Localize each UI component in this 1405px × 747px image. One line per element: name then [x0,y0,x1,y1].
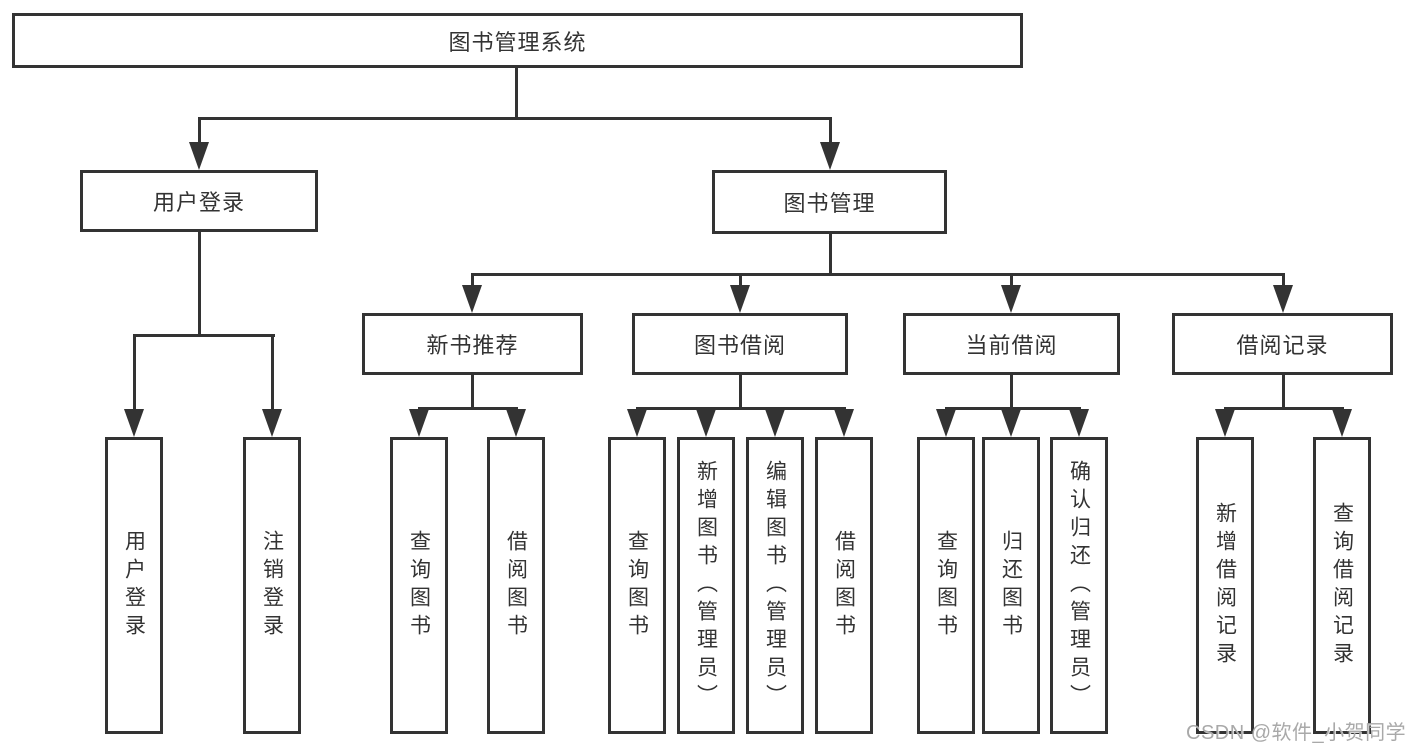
node-label: 图书借阅 [693,333,786,358]
arrow-down-icon [834,409,854,437]
leaf-label: 借阅图书 [504,529,528,642]
leaf-label: 编辑图书（管理员） [763,459,787,712]
node-label: 新书推荐 [426,333,519,358]
leaf-current-return-books: 归还图书 [982,437,1040,734]
arrow-down-icon [1273,285,1293,313]
arrow-down-icon [730,285,750,313]
node-label: 借阅记录 [1236,333,1329,358]
arrow-down-icon [820,142,840,170]
connector-stem [1009,272,1013,289]
node-library-system: 图书管理系统 [12,13,1023,68]
node-book-borrowing: 图书借阅 [632,313,848,375]
leaf-label: 归还图书 [999,529,1023,642]
node-user-login: 用户登录 [80,170,318,232]
leaf-borrowing-add-books-admin: 新增图书（管理员） [677,437,735,734]
arrow-down-icon [1069,409,1089,437]
connector-stem [270,333,274,412]
connector-stem [1009,375,1013,410]
leaf-current-confirm-return-admin: 确认归还（管理员） [1050,437,1108,734]
connector-rail [1223,406,1344,410]
connector-level2-rail [197,116,832,120]
node-label: 图书管理系统 [448,29,587,55]
arrow-down-icon [262,409,282,437]
arrow-down-icon [409,409,429,437]
connector-stem [1281,272,1285,289]
connector-stem [738,272,742,289]
arrow-down-icon [1332,409,1352,437]
connector-stem [828,116,832,147]
leaf-logout: 注销登录 [243,437,301,734]
arrow-down-icon [506,409,526,437]
leaf-label: 用户登录 [122,529,146,642]
connector-rail [635,406,846,410]
leaf-label: 确认归还（管理员） [1067,459,1091,712]
arrow-down-icon [696,409,716,437]
arrow-down-icon [1001,285,1021,313]
leaf-label: 新增图书（管理员） [694,459,718,712]
node-label: 图书管理 [783,191,876,216]
node-current-borrowing: 当前借阅 [903,313,1120,375]
connector-stem [828,234,832,276]
node-book-management: 图书管理 [712,170,947,234]
leaf-current-query-books: 查询图书 [917,437,975,734]
arrow-down-icon [765,409,785,437]
connector-stem [470,375,474,410]
leaf-records-add-record: 新增借阅记录 [1196,437,1254,734]
leaf-label: 注销登录 [260,529,284,642]
leaf-label: 查询图书 [625,529,649,642]
leaf-recommend-query-books: 查询图书 [390,437,448,734]
connector-stem [1281,375,1285,410]
leaf-borrowing-edit-books-admin: 编辑图书（管理员） [746,437,804,734]
leaf-label: 新增借阅记录 [1213,501,1237,670]
connector-rail [417,406,518,410]
arrow-down-icon [462,285,482,313]
arrow-down-icon [1215,409,1235,437]
node-label: 当前借阅 [965,333,1058,358]
node-borrowing-records: 借阅记录 [1172,313,1393,375]
leaf-label: 查询借阅记录 [1330,501,1354,670]
connector-rail [132,333,275,337]
leaf-borrowing-query-books: 查询图书 [608,437,666,734]
leaf-label: 查询图书 [407,529,431,642]
connector-stem [197,116,201,147]
connector-root-riser [514,68,518,120]
connector-level3-rail [470,272,1285,276]
leaf-recommend-borrow-books: 借阅图书 [487,437,545,734]
connector-stem [132,333,136,412]
node-label: 用户登录 [152,190,245,215]
connector-stem [197,232,201,336]
arrow-down-icon [936,409,956,437]
connector-stem [738,375,742,410]
arrow-down-icon [1001,409,1021,437]
arrow-down-icon [627,409,647,437]
arrow-down-icon [124,409,144,437]
leaf-user-login: 用户登录 [105,437,163,734]
leaf-records-query-record: 查询借阅记录 [1313,437,1371,734]
node-new-book-recommend: 新书推荐 [362,313,583,375]
csdn-watermark: CSDN @软件_小贺同学 [1186,722,1405,744]
leaf-label: 借阅图书 [832,529,856,642]
connector-stem [470,272,474,289]
leaf-borrowing-borrow-books: 借阅图书 [815,437,873,734]
leaf-label: 查询图书 [934,529,958,642]
arrow-down-icon [189,142,209,170]
connector-rail [944,406,1081,410]
